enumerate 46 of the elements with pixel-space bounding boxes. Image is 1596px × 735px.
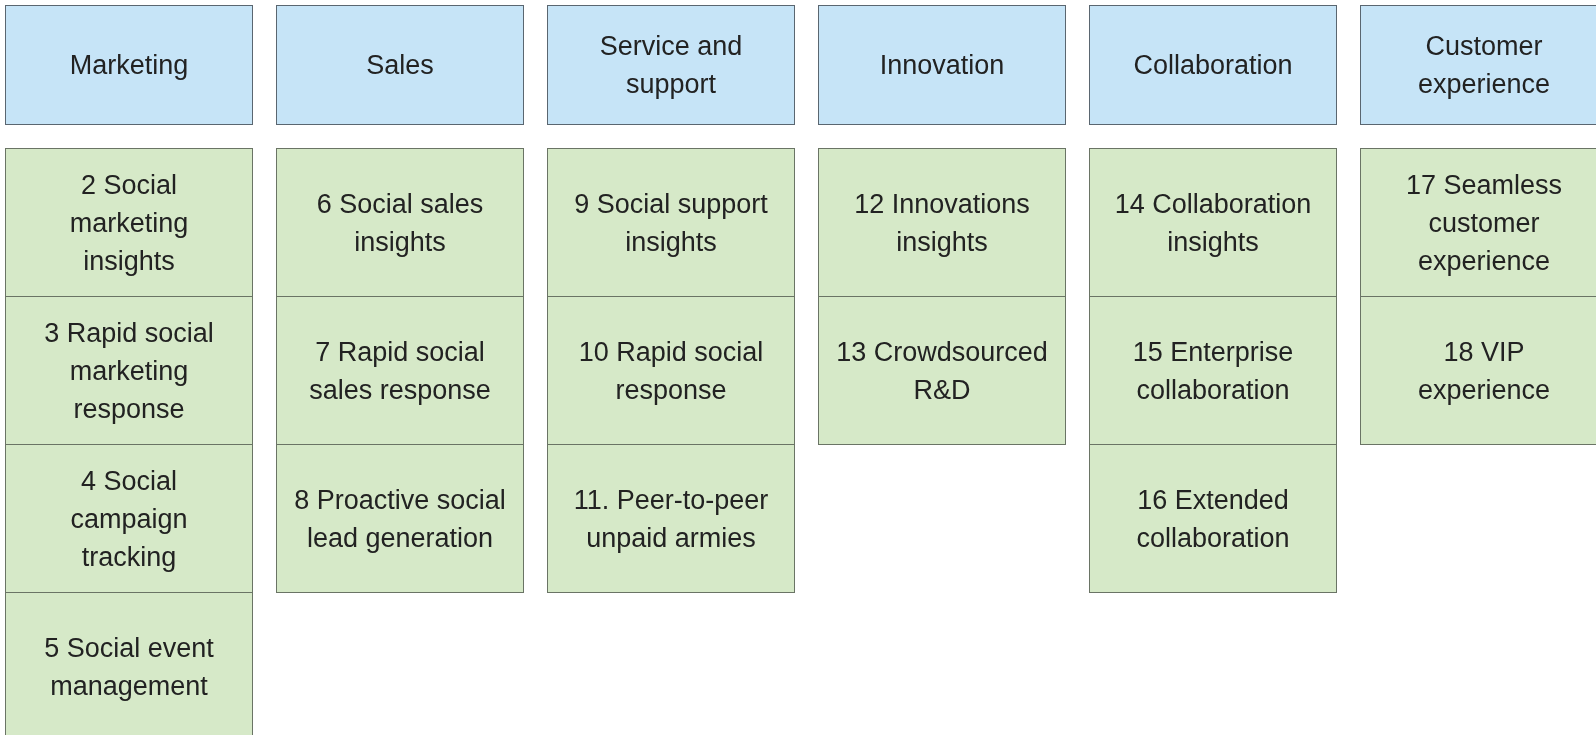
category-header-box <box>818 5 1066 125</box>
category-title: Collaboration <box>1133 49 1293 82</box>
capability-label: 6 Social sales insights <box>315 187 485 259</box>
capability-label: 11. Peer-to-peer unpaid armies <box>572 483 770 555</box>
capability-box <box>276 148 524 297</box>
capability-box <box>1360 148 1596 297</box>
capability-box <box>547 148 795 297</box>
capability-label: 7 Rapid social sales response <box>308 335 492 407</box>
capability-label: 17 Seamless customer experience <box>1404 168 1564 278</box>
capability-label: 5 Social event management <box>43 631 215 703</box>
category-header-box <box>1089 5 1337 125</box>
capability-box <box>818 148 1066 297</box>
category-header-box <box>1360 5 1596 125</box>
capability-label: 13 Crowdsourced R&D <box>835 335 1049 407</box>
capability-box <box>1360 296 1596 445</box>
capability-box <box>1089 296 1337 445</box>
capability-label: 12 Innovations insights <box>853 187 1031 259</box>
capability-label: 3 Rapid social marketing response <box>43 316 215 426</box>
capability-label: 10 Rapid social response <box>577 335 765 407</box>
capability-label: 8 Proactive social lead generation <box>293 483 507 555</box>
category-title: Innovation <box>879 49 1005 82</box>
category-title: Customer experience <box>1416 30 1552 101</box>
capability-box <box>5 148 253 297</box>
capability-box <box>1089 148 1337 297</box>
capability-label: 14 Collaboration insights <box>1113 187 1313 259</box>
capability-box <box>547 444 795 593</box>
capability-box <box>276 296 524 445</box>
capability-label: 15 Enterprise collaboration <box>1131 335 1295 407</box>
category-header-box <box>5 5 253 125</box>
capability-box <box>276 444 524 593</box>
capability-box <box>5 444 253 593</box>
category-title: Marketing <box>69 49 189 82</box>
capability-label: 4 Social campaign tracking <box>69 464 189 574</box>
category-title: Sales <box>366 49 434 82</box>
category-header-box <box>276 5 524 125</box>
capability-label: 16 Extended collaboration <box>1135 483 1291 555</box>
capability-box <box>818 296 1066 445</box>
category-title: Service and support <box>598 30 744 101</box>
capability-label: 9 Social support insights <box>573 187 769 259</box>
capability-label: 18 VIP experience <box>1416 335 1552 407</box>
capability-box <box>5 592 253 735</box>
capability-box <box>1089 444 1337 593</box>
capability-box <box>547 296 795 445</box>
category-header-box <box>547 5 795 125</box>
capability-label: 2 Social marketing insights <box>68 168 190 278</box>
capability-box <box>5 296 253 445</box>
